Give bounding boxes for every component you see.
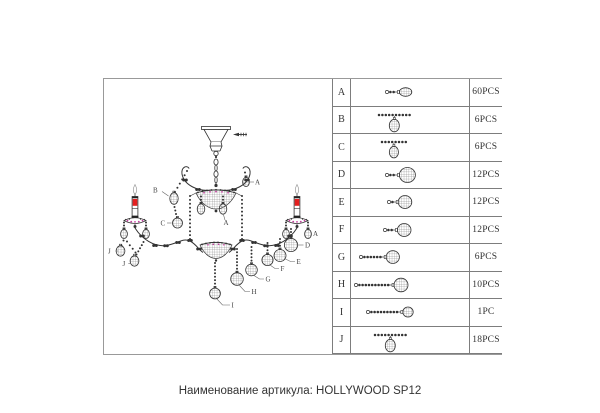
bead-garland-crystal-drop xyxy=(380,141,408,159)
part-callout-label: D xyxy=(305,242,310,250)
bead-chain-crystal-ball xyxy=(359,250,400,265)
flame-icon xyxy=(295,183,299,195)
part-callout-label: A xyxy=(255,179,260,187)
part-illustration xyxy=(351,271,470,299)
flame-icon xyxy=(133,183,137,195)
part-letter-cell: A xyxy=(333,79,351,107)
bead-chain-crystal-ball xyxy=(354,277,409,292)
part-letter-cell: G xyxy=(333,244,351,272)
part-callout-label: A xyxy=(313,230,318,238)
red-candle-segment xyxy=(132,199,138,206)
part-letter-cell: D xyxy=(333,161,351,189)
bead-pin-crystal-ball xyxy=(385,166,416,183)
part-quantity-cell: 6PCS xyxy=(470,244,502,272)
part-illustration xyxy=(351,326,470,354)
mounting-screw-arrow-icon xyxy=(233,132,247,137)
lower-saucer xyxy=(199,241,233,262)
part-letter-cell: I xyxy=(333,299,351,327)
part-illustration xyxy=(351,79,470,107)
part-illustration xyxy=(351,189,470,217)
bead-garland-crystal-drop xyxy=(373,333,407,353)
part-callout-label: B xyxy=(153,187,158,195)
part-illustration xyxy=(351,161,470,189)
part-quantity-cell: 12PCS xyxy=(470,161,502,189)
part-letter-cell: H xyxy=(333,271,351,299)
part-quantity-cell: 6PCS xyxy=(470,134,502,162)
callout-leader-lines xyxy=(115,181,304,306)
red-candle-segment xyxy=(294,199,300,206)
canopy-group xyxy=(201,126,231,159)
part-callout-label: A xyxy=(224,219,229,227)
part-callout-label: F xyxy=(281,265,285,273)
article-name-label: Наименование артикула: HOLLYWOOD SP12 xyxy=(178,385,422,397)
part-quantity-cell: 18PCS xyxy=(470,326,502,354)
part-callout-label: G xyxy=(266,276,271,284)
part-illustration xyxy=(351,134,470,162)
part-quantity-cell: 12PCS xyxy=(470,216,502,244)
bead-pin-crystal-ball xyxy=(387,195,413,210)
part-callout-label: J xyxy=(123,260,126,268)
part-callout-label: I xyxy=(232,302,235,310)
suspension-chain xyxy=(213,158,219,188)
part-letter-cell: F xyxy=(333,216,351,244)
part-callout-label: J xyxy=(108,248,111,256)
part-quantity-cell: 10PCS xyxy=(470,271,502,299)
part-letter-cell: E xyxy=(333,189,351,217)
parts-table: A 60PCS B 6PCS C 6PCS D 12PCS E 12PCS F 12PCS G 6PCS H… xyxy=(332,79,502,354)
bead-pin-crystal-ball xyxy=(383,222,412,237)
generated-details xyxy=(115,170,312,300)
part-callout-label: C xyxy=(161,220,166,228)
part-quantity-cell: 1PC xyxy=(470,299,502,327)
part-callout-label: H xyxy=(252,288,257,296)
part-illustration xyxy=(351,106,470,134)
part-quantity-cell: 60PCS xyxy=(470,79,502,107)
part-letter-cell: B xyxy=(333,106,351,134)
candle xyxy=(285,183,309,228)
bead-chain-small-crystal-ball xyxy=(366,306,414,318)
part-illustration xyxy=(351,244,470,272)
candle xyxy=(123,183,147,228)
part-illustration xyxy=(351,299,470,327)
part-quantity-cell: 6PCS xyxy=(470,106,502,134)
bead-garland-crystal-drop xyxy=(377,113,411,133)
part-letter-cell: C xyxy=(333,134,351,162)
part-quantity-cell: 12PCS xyxy=(470,189,502,217)
part-callout-label: E xyxy=(297,258,301,266)
part-illustration xyxy=(351,216,470,244)
part-letter-cell: J xyxy=(333,326,351,354)
bead-pin-oval-crystal xyxy=(385,87,413,97)
